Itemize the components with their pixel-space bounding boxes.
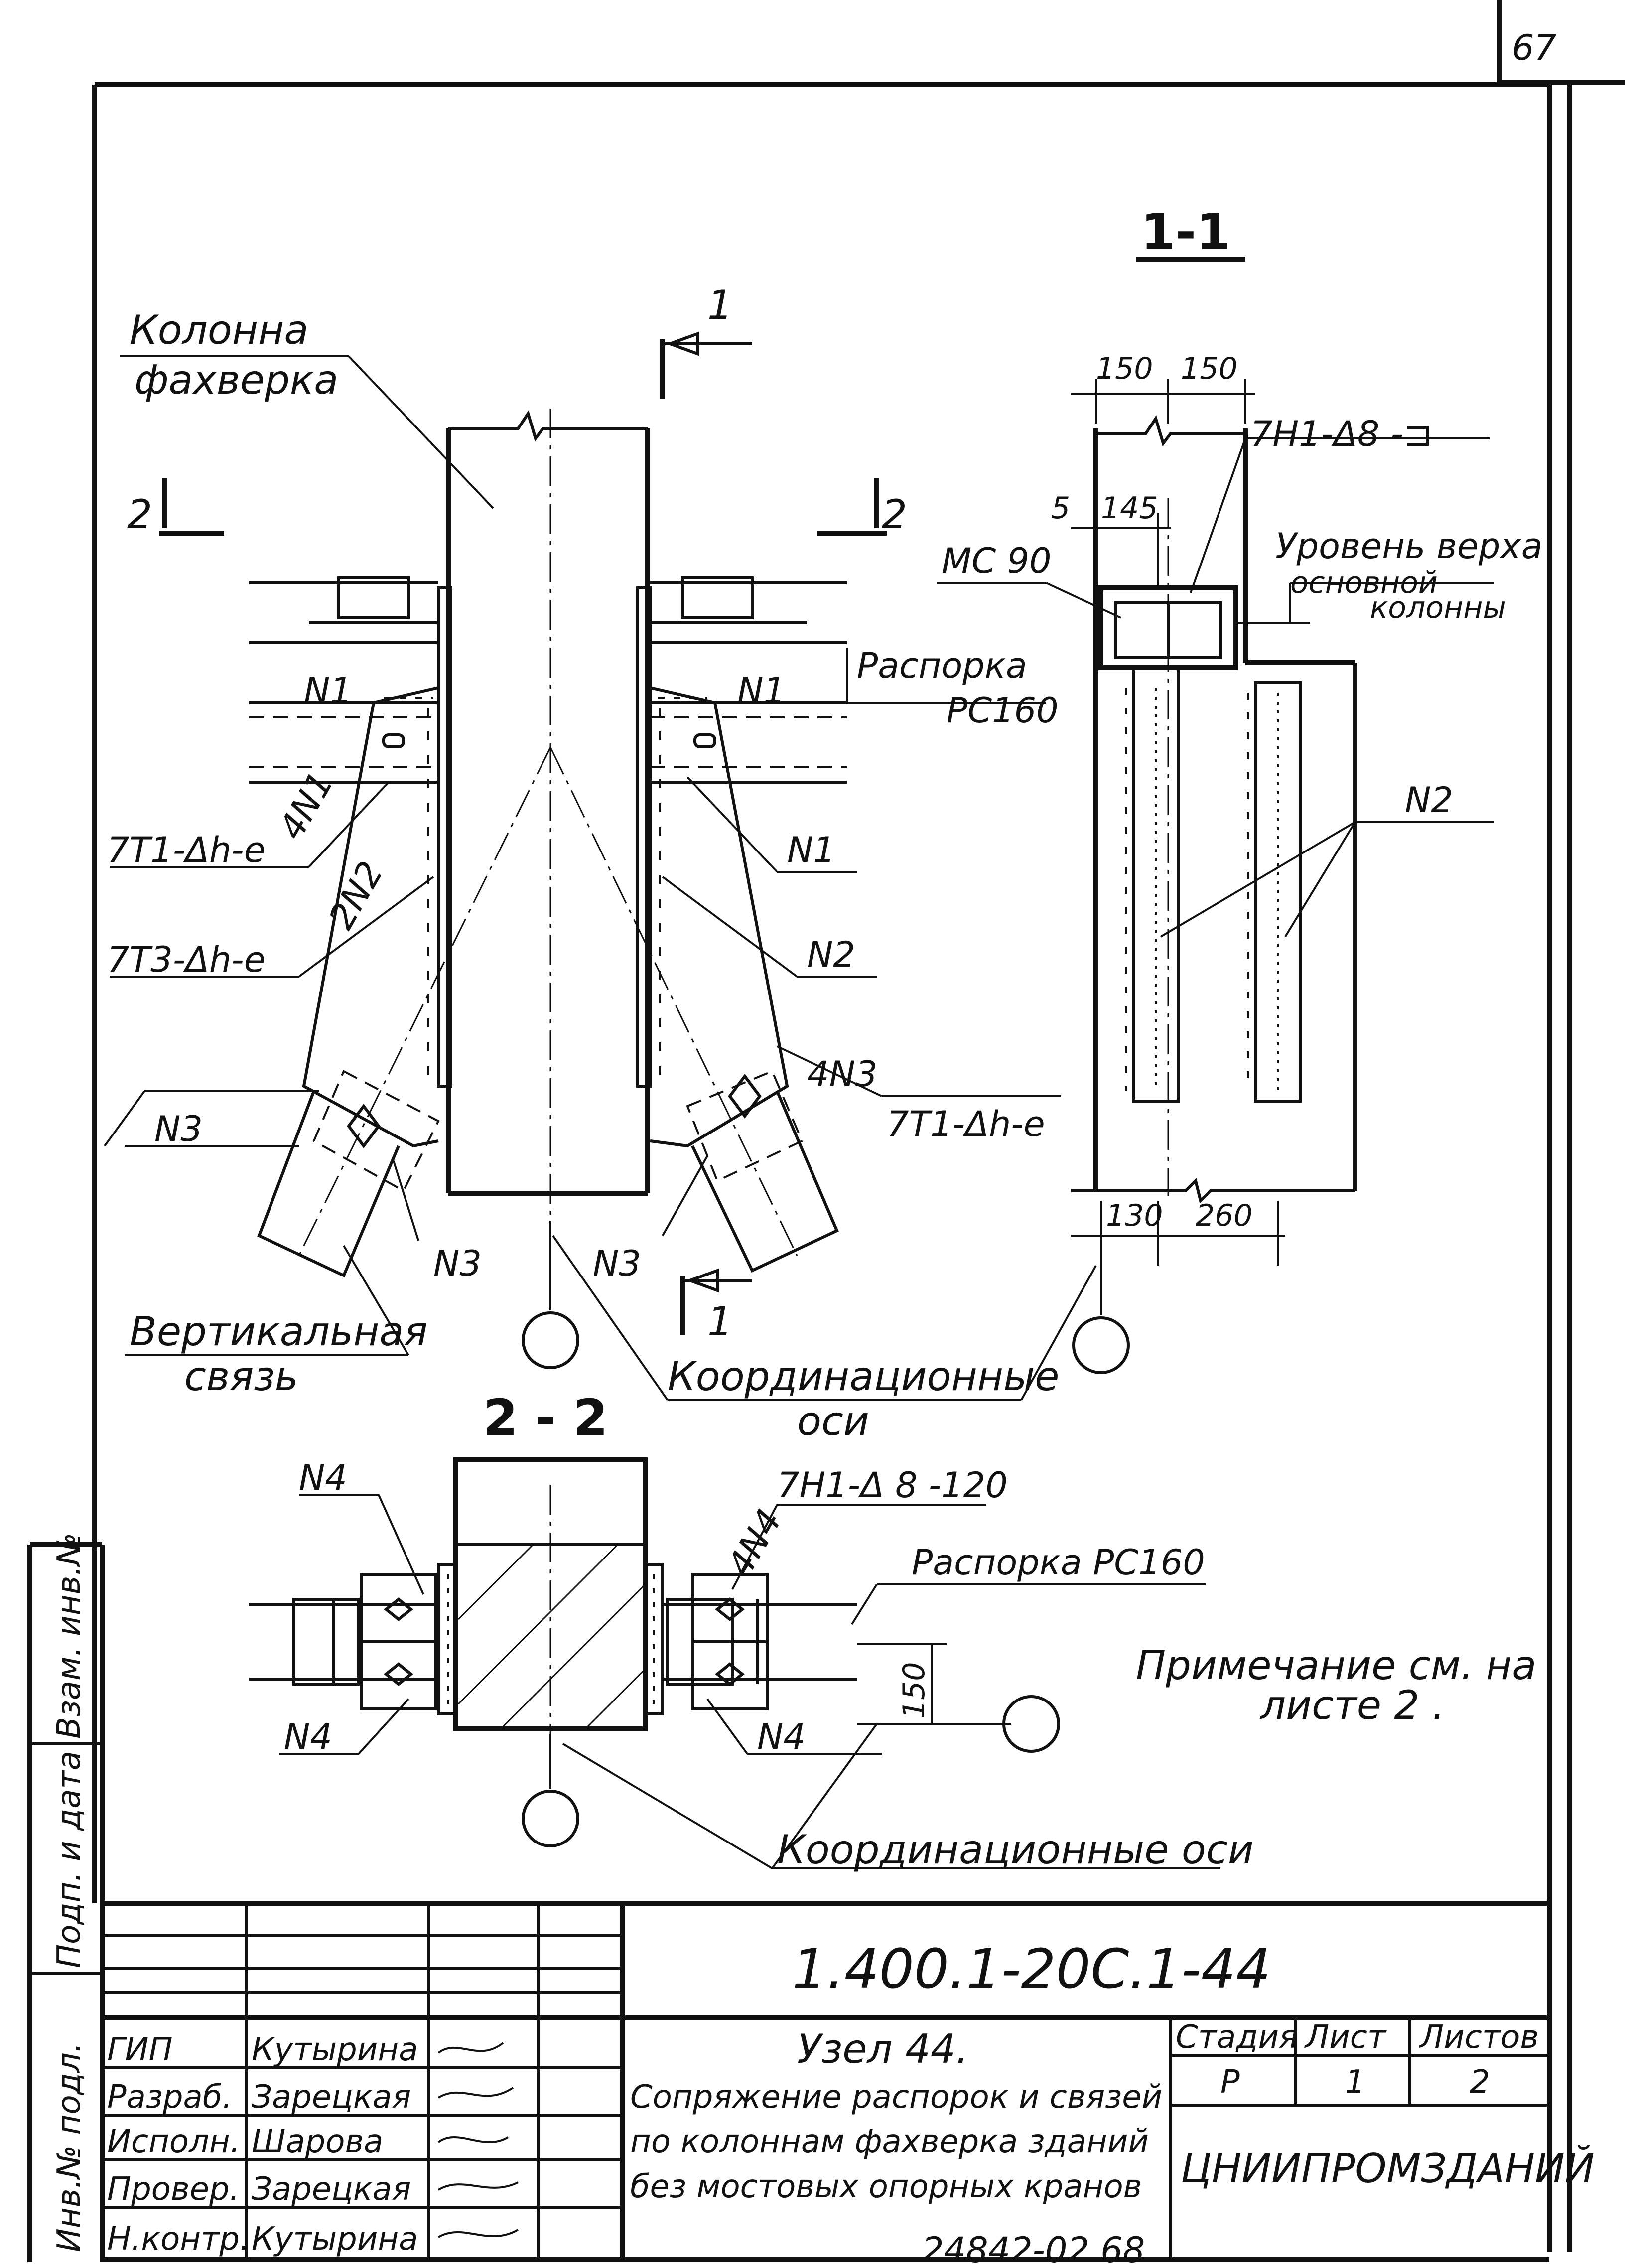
sheet-number: 67 (1512, 27, 1556, 68)
label-n3-b: N3 (433, 1243, 482, 1284)
label-column-2: фахверка (135, 357, 338, 403)
staff-role: Н.контр. (107, 2221, 250, 2258)
staff-role: Провер. (107, 2171, 240, 2208)
label-vert-1: Вертикальная (130, 1308, 428, 1355)
staff-name: Кутырина (252, 2221, 418, 2258)
label-n3-a: N3 (154, 1109, 203, 1149)
staff-role: ГИП (107, 2031, 173, 2068)
label-n1-mid: N1 (787, 830, 835, 870)
doc-code: 1.400.1-20C.1-44 (792, 1937, 1271, 2001)
cut-2-right: 2 (882, 491, 907, 538)
section-1-1-view (937, 379, 1494, 1374)
main-view (159, 331, 887, 1369)
label-n4-top: N4 (299, 1457, 347, 1498)
label-level-1: Уровень верха (1275, 526, 1543, 567)
label-t1-left: 7T1-Δh-e (107, 830, 266, 870)
sheet-frame (27, 0, 1625, 2262)
main-view-leaders (104, 355, 1097, 1401)
label-2n2: 2N2 (321, 854, 392, 936)
sheets-value: 2 (1470, 2064, 1490, 2101)
title-line-3: по колоннам фахверка зданий (630, 2124, 1149, 2160)
staff-name: Зарецкая (252, 2171, 411, 2208)
dim-260: 260 (1196, 1198, 1253, 1233)
dim-145: 145 (1101, 491, 1158, 526)
label-4n3: 4N3 (807, 1054, 877, 1095)
title-line-2: Сопряжение распорок и связей (630, 2079, 1162, 2116)
cut-1-bottom: 1 (707, 1298, 733, 1345)
label-n2-right: N2 (1405, 780, 1453, 821)
label-t1-right: 7T1-Δh-e (887, 1104, 1045, 1144)
label-strut-1: Распорка (857, 645, 1027, 686)
label-level-3: колонны (1370, 590, 1506, 625)
sheet-header: Лист (1304, 2019, 1387, 2056)
title-line-4: без мостовых опорных кранов (630, 2168, 1142, 2205)
label-4n1: 4N1 (271, 765, 342, 846)
section-2-2-view (249, 1457, 1220, 1869)
label-strut-bottom: Распорка PC160 (912, 1542, 1205, 1583)
label-level-2: основной (1290, 566, 1438, 600)
label-n3-c: N3 (593, 1243, 641, 1284)
label-coord-bottom: Координационные оси (777, 1827, 1254, 1873)
section-2-2-title: 2 - 2 (483, 1389, 608, 1447)
dim-150-vertical: 150 (897, 1662, 932, 1719)
staff-role: Исполн. (107, 2124, 240, 2160)
dim-150-b: 150 (1181, 351, 1238, 386)
dim-130: 130 (1106, 1198, 1163, 1233)
note-line-2: листе 2 . (1259, 1682, 1445, 1728)
label-coord-1: Координационные (668, 1353, 1059, 1400)
label-h1-top: 7H1-Δ8 -⊐ (1250, 414, 1433, 454)
sheets-header: Листов (1419, 2019, 1539, 2056)
dim-150-a: 150 (1096, 351, 1153, 386)
sheet-value: 1 (1345, 2064, 1365, 2101)
staff-role: Разраб. (107, 2079, 233, 2116)
label-n1-left: N1 (304, 670, 352, 711)
side-stamp-vzam-inv: Взам. инв.№ (51, 1533, 88, 1739)
label-t3-left: 7T3-Δh-e (107, 939, 266, 980)
stage-header: Стадия (1176, 2019, 1298, 2056)
side-stamp-podp-data: Подп. и дата (51, 1751, 88, 1968)
stage-value: Р (1220, 2064, 1240, 2101)
staff-name: Шарова (252, 2124, 383, 2160)
label-n2: N2 (807, 934, 855, 975)
dim-5: 5 (1051, 491, 1070, 526)
label-strut-2: PC160 (947, 690, 1059, 731)
note-line-1: Примечание см. на (1136, 1642, 1536, 1689)
cut-1-top: 1 (707, 282, 733, 328)
staff-name: Зарецкая (252, 2079, 411, 2116)
staff-name: Кутырина (252, 2031, 418, 2068)
staff-table: ГИП Кутырина Разраб. Зарецкая Исполн. Ша… (107, 2031, 418, 2258)
label-4n4: 4N4 (719, 1502, 790, 1583)
title-block-grid (102, 1901, 1549, 2260)
label-column-1: Колонна (130, 307, 308, 353)
cut-2-left: 2 (127, 491, 152, 538)
section-1-1-title: 1-1 (1141, 203, 1231, 261)
org-name: ЦНИИПРОМЗДАНИЙ (1181, 2145, 1595, 2192)
side-stamp-inv-podl: Инв.№ подл. (51, 2042, 88, 2252)
label-n1-right: N1 (737, 670, 786, 711)
label-vert-2: связь (184, 1353, 298, 1400)
footer-number: 24842-02 68 (922, 2230, 1145, 2268)
label-h1-bottom: 7H1-Δ 8 -120 (777, 1465, 1008, 1506)
label-coord-2: оси (797, 1398, 869, 1444)
label-n4-bottom-right: N4 (757, 1716, 806, 1757)
label-mc90: MC 90 (942, 541, 1052, 581)
title-line-1: Узел 44. (797, 2026, 968, 2072)
label-n4-bottom-left: N4 (284, 1716, 332, 1757)
